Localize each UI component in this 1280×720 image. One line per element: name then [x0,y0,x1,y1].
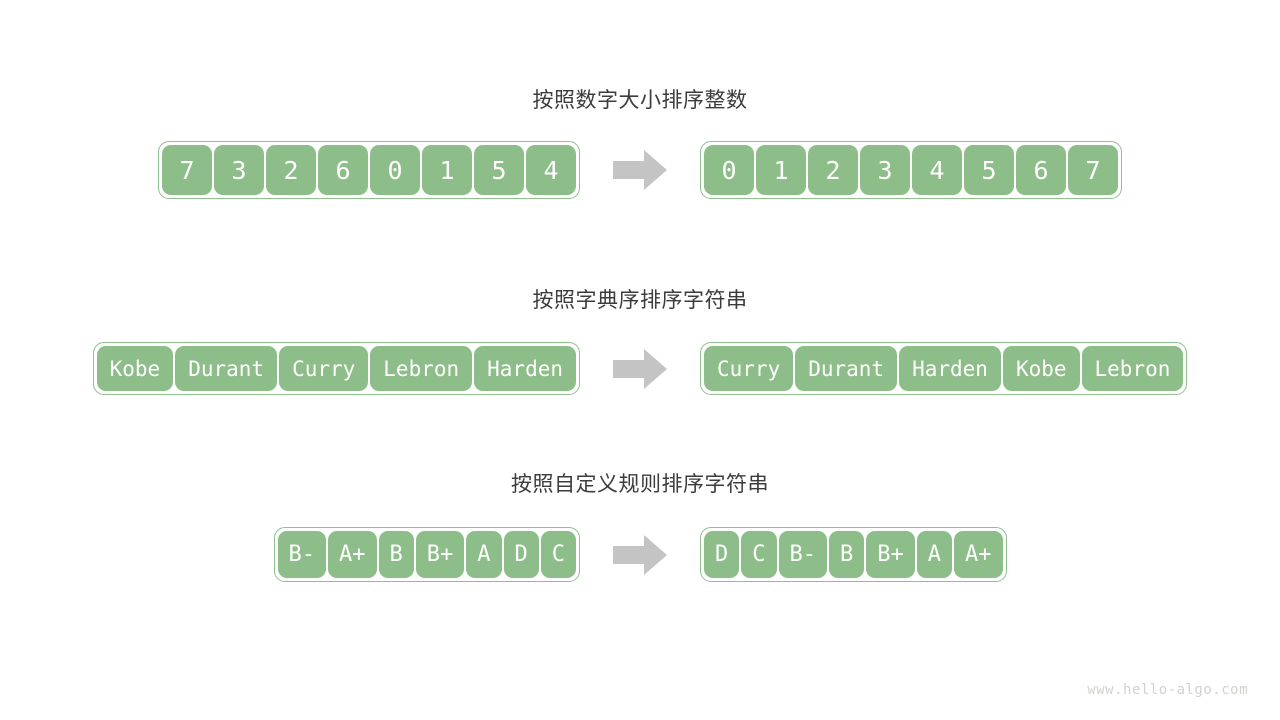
section-title: 按照字典序排序字符串 [532,289,748,312]
arrow-right-icon [610,346,670,392]
array-item-cell: Durant [175,346,278,391]
array-item-cell: B+ [415,531,465,578]
array-item-cell: Curry [279,346,369,391]
array-item-cell: 7 [162,145,212,195]
array-item-cell: B- [778,531,827,578]
array-item-cell: A+ [954,531,1003,578]
array-item-cell: Curry [704,346,794,391]
array-item-cell: 1 [422,145,472,195]
array-item-cell: 0 [704,145,754,195]
array-item-cell: D [503,531,539,578]
array-item-cell: Harden [899,346,1001,391]
array-item-cell: 5 [964,145,1014,195]
array-item-cell: B [829,531,865,578]
watermark: www.hello-algo.com [1087,682,1248,698]
array-item-cell: Harden [474,346,576,391]
arrow-right-icon [610,532,670,578]
section-title: 按照数字大小排序整数 [532,89,748,112]
array-item-cell: A [916,531,952,578]
array-item-cell: Kobe [1002,346,1080,391]
array-item-cell: Kobe [96,346,174,391]
array-item-cell: C [741,531,777,578]
array-item-cell: 1 [756,145,806,195]
array-item-cell: 5 [474,145,524,195]
array-item-cell: 7 [1068,145,1118,195]
array-item-cell: Lebron [1081,346,1184,391]
array-item-cell: A+ [328,531,377,578]
array-item-cell: Durant [795,346,898,391]
array-item-cell: C [540,531,576,578]
array-item-cell: D [704,531,740,578]
arrow-right-icon [610,147,670,193]
array-item-cell: Lebron [370,346,473,391]
array-item-cell: B [378,531,414,578]
array-item-cell: 2 [266,145,316,195]
array-item-cell: 2 [808,145,858,195]
array-item-cell: 3 [860,145,910,195]
array-item-cell: B+ [866,531,915,578]
array-item-cell: 4 [912,145,962,195]
array-item-cell: 6 [318,145,368,195]
section-title: 按照自定义规则排序字符串 [511,473,769,496]
array-item-cell: 3 [214,145,264,195]
array-item-cell: 6 [1016,145,1066,195]
array-item-cell: A [466,531,502,578]
array-item-cell: 4 [526,145,576,195]
array-item-cell: 0 [370,145,420,195]
array-item-cell: B- [277,531,326,578]
